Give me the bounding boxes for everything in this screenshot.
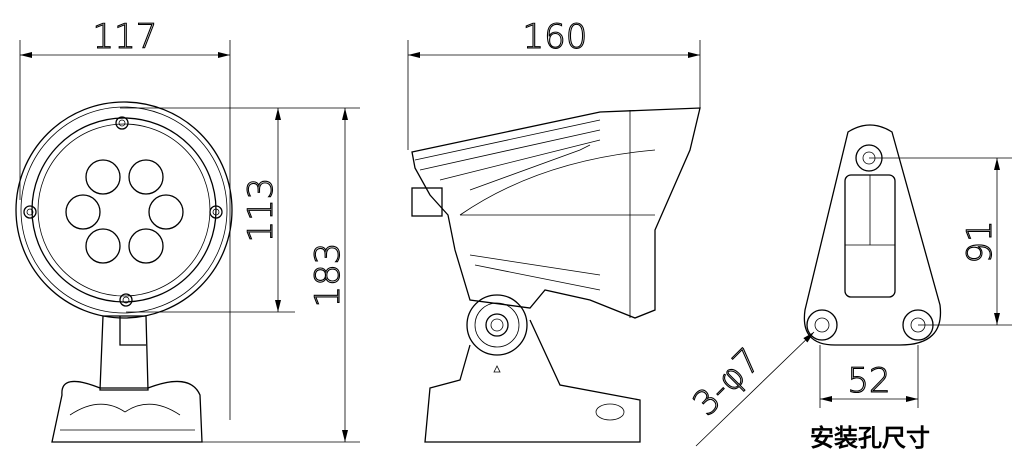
dim-side-length: 160 xyxy=(523,17,588,57)
led-lenses xyxy=(65,159,184,264)
dim-hole-spec: 3-φ7 xyxy=(686,341,769,424)
side-view xyxy=(411,107,701,443)
dim-total-height: 183 xyxy=(308,243,348,308)
dim-hole-vertical: 91 xyxy=(960,220,1000,263)
dim-front-width: 117 xyxy=(93,17,158,57)
front-view xyxy=(15,101,233,443)
dimension-lines xyxy=(19,40,1012,447)
mounting-hole-label: 安装孔尺寸 xyxy=(810,424,930,452)
dim-lamp-height: 113 xyxy=(241,178,281,243)
dim-hole-horizontal: 52 xyxy=(847,361,890,401)
screws xyxy=(23,116,223,307)
